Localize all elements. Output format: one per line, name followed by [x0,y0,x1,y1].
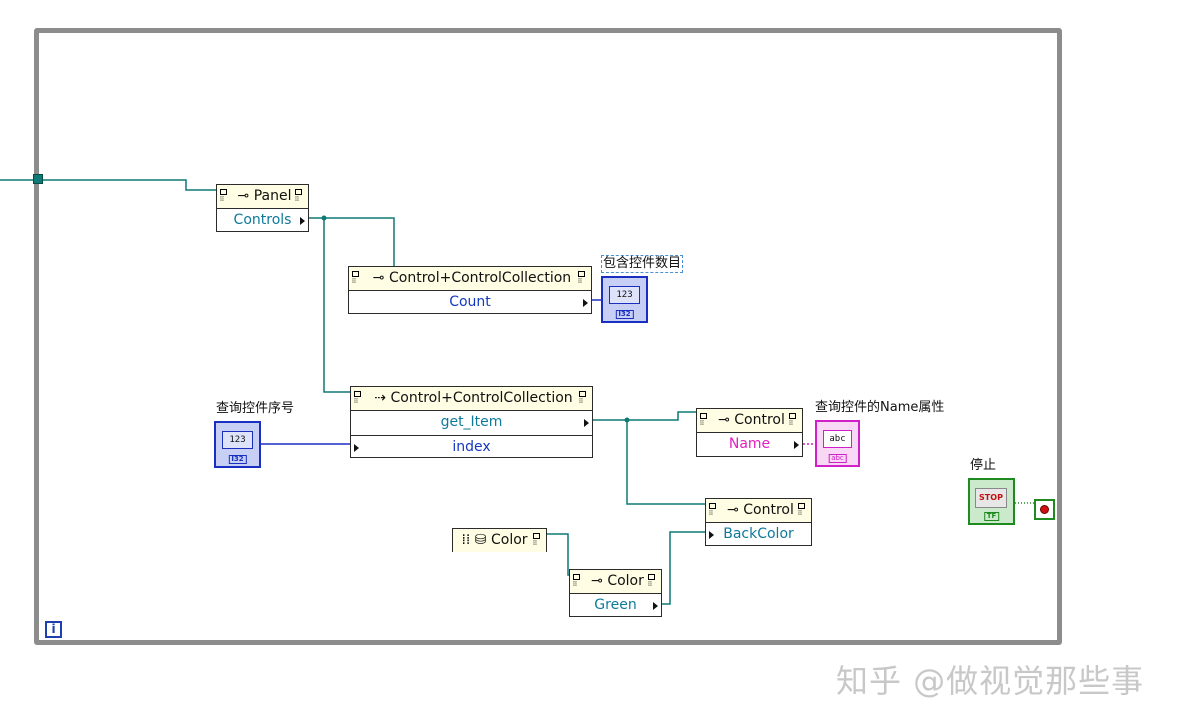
reference-out-icon: ⁞⁞ [295,189,305,203]
type-badge: I32 [615,310,634,319]
reference-out-icon: ⁞⁞ [579,391,589,405]
reference-out-icon: ⁞⁞ [533,533,543,547]
property-row-count[interactable]: Count [349,291,591,315]
node-header: ⁞⁞ ⛁ Color ⁞⁞ [453,529,546,552]
color-green-property-node[interactable]: ⁞⁞ ⊸ Color ⁞⁞ Green [569,569,662,617]
output-arrow-icon [584,419,589,427]
node-header: ⁞⁞ ⊸ Control ⁞⁞ [706,499,811,523]
output-arrow-icon [583,299,588,307]
stop-display: STOP [975,488,1007,508]
name-indicator-label: 查询控件的Name属性 [815,400,945,415]
numeric-display: 123 [609,286,640,304]
reference-out-icon: ⁞⁞ [578,271,588,285]
property-row-name[interactable]: Name [697,433,802,457]
collection-count-property-node[interactable]: ⁞⁞ ⊸ Control+ControlCollection ⁞⁞ Count [348,266,592,314]
reference-icon: ⁞⁞ [573,574,583,588]
output-arrow-icon [653,602,658,610]
input-arrow-icon [709,531,714,539]
wire-controls-to-count [308,217,395,266]
while-loop[interactable] [34,28,1062,645]
wire-green-to-backcolor [662,531,706,605]
string-display: abc [823,430,852,448]
reference-icon: ⁞⁞ [354,391,364,405]
wire-junction [624,417,630,423]
panel-property-node[interactable]: ⁞⁞ ⊸ Panel ⁞⁞ Controls [216,184,309,232]
wire-item-to-name [593,411,696,421]
reference-icon: ⁞⁞ [352,271,362,285]
node-header: ⁞⁞ ⊸ Color ⁞⁞ [570,570,661,594]
count-indicator[interactable]: 123 I32 [601,276,648,323]
type-badge: TF [983,512,1000,521]
reference-out-icon: ⁞⁞ [789,413,799,427]
stop-condition-icon [1040,505,1049,514]
node-header: ⁞⁞ ⊸ Control ⁞⁞ [697,409,802,433]
node-header: ⁞⁞ ⊸ Control+ControlCollection ⁞⁞ [349,267,591,291]
type-badge: I32 [228,455,247,464]
reference-icon: ⁞⁞ [700,413,710,427]
stop-button-control[interactable]: STOP TF [968,478,1015,525]
stop-button-label: 停止 [970,458,997,473]
reference-icon: ⁞⁞ [220,189,230,203]
output-arrow-icon [794,441,799,449]
collection-get-item-invoke-node[interactable]: ⁞⁞ ⇢ Control+ControlCollection ⁞⁞ get_It… [350,386,593,458]
property-row-green[interactable]: Green [570,594,661,618]
control-backcolor-property-node[interactable]: ⁞⁞ ⊸ Control ⁞⁞ BackColor [705,498,812,546]
type-badge: abc [828,454,847,463]
index-control-label: 查询控件序号 [216,401,295,416]
control-name-property-node[interactable]: ⁞⁞ ⊸ Control ⁞⁞ Name [696,408,803,457]
input-arrow-icon [354,444,359,452]
parameter-row-index[interactable]: index [351,436,592,460]
numeric-display: 123 [222,431,253,449]
index-control[interactable]: 123 I32 [214,421,261,468]
property-row-backcolor[interactable]: BackColor [706,523,811,547]
reference-out-icon: ⁞⁞ [798,503,808,517]
name-indicator[interactable]: abc abc [815,420,860,467]
wire-junction [321,215,327,221]
reference-out-icon: ⁞⁞ [648,574,658,588]
wire-controls-to-item [323,218,350,393]
count-indicator-label: 包含控件数目 [601,255,684,273]
reference-icon: ⁞⁞ [709,503,719,517]
node-header: ⁞⁞ ⊸ Panel ⁞⁞ [217,185,308,209]
wire-into-loop [0,179,216,191]
output-arrow-icon [300,217,305,225]
loop-tunnel[interactable] [33,174,43,184]
method-row-get-item[interactable]: get_Item [351,411,592,436]
color-constructor-node[interactable]: ⁞⁞ ⛁ Color ⁞⁞ [452,528,547,552]
loop-iteration-terminal[interactable]: i [45,621,62,638]
property-row-controls[interactable]: Controls [217,209,308,233]
wire-item-to-backcolor [626,420,706,505]
node-header: ⁞⁞ ⇢ Control+ControlCollection ⁞⁞ [351,387,592,411]
loop-condition-terminal[interactable] [1034,499,1055,520]
watermark: 知乎 @做视觉那些事 [836,662,1145,700]
